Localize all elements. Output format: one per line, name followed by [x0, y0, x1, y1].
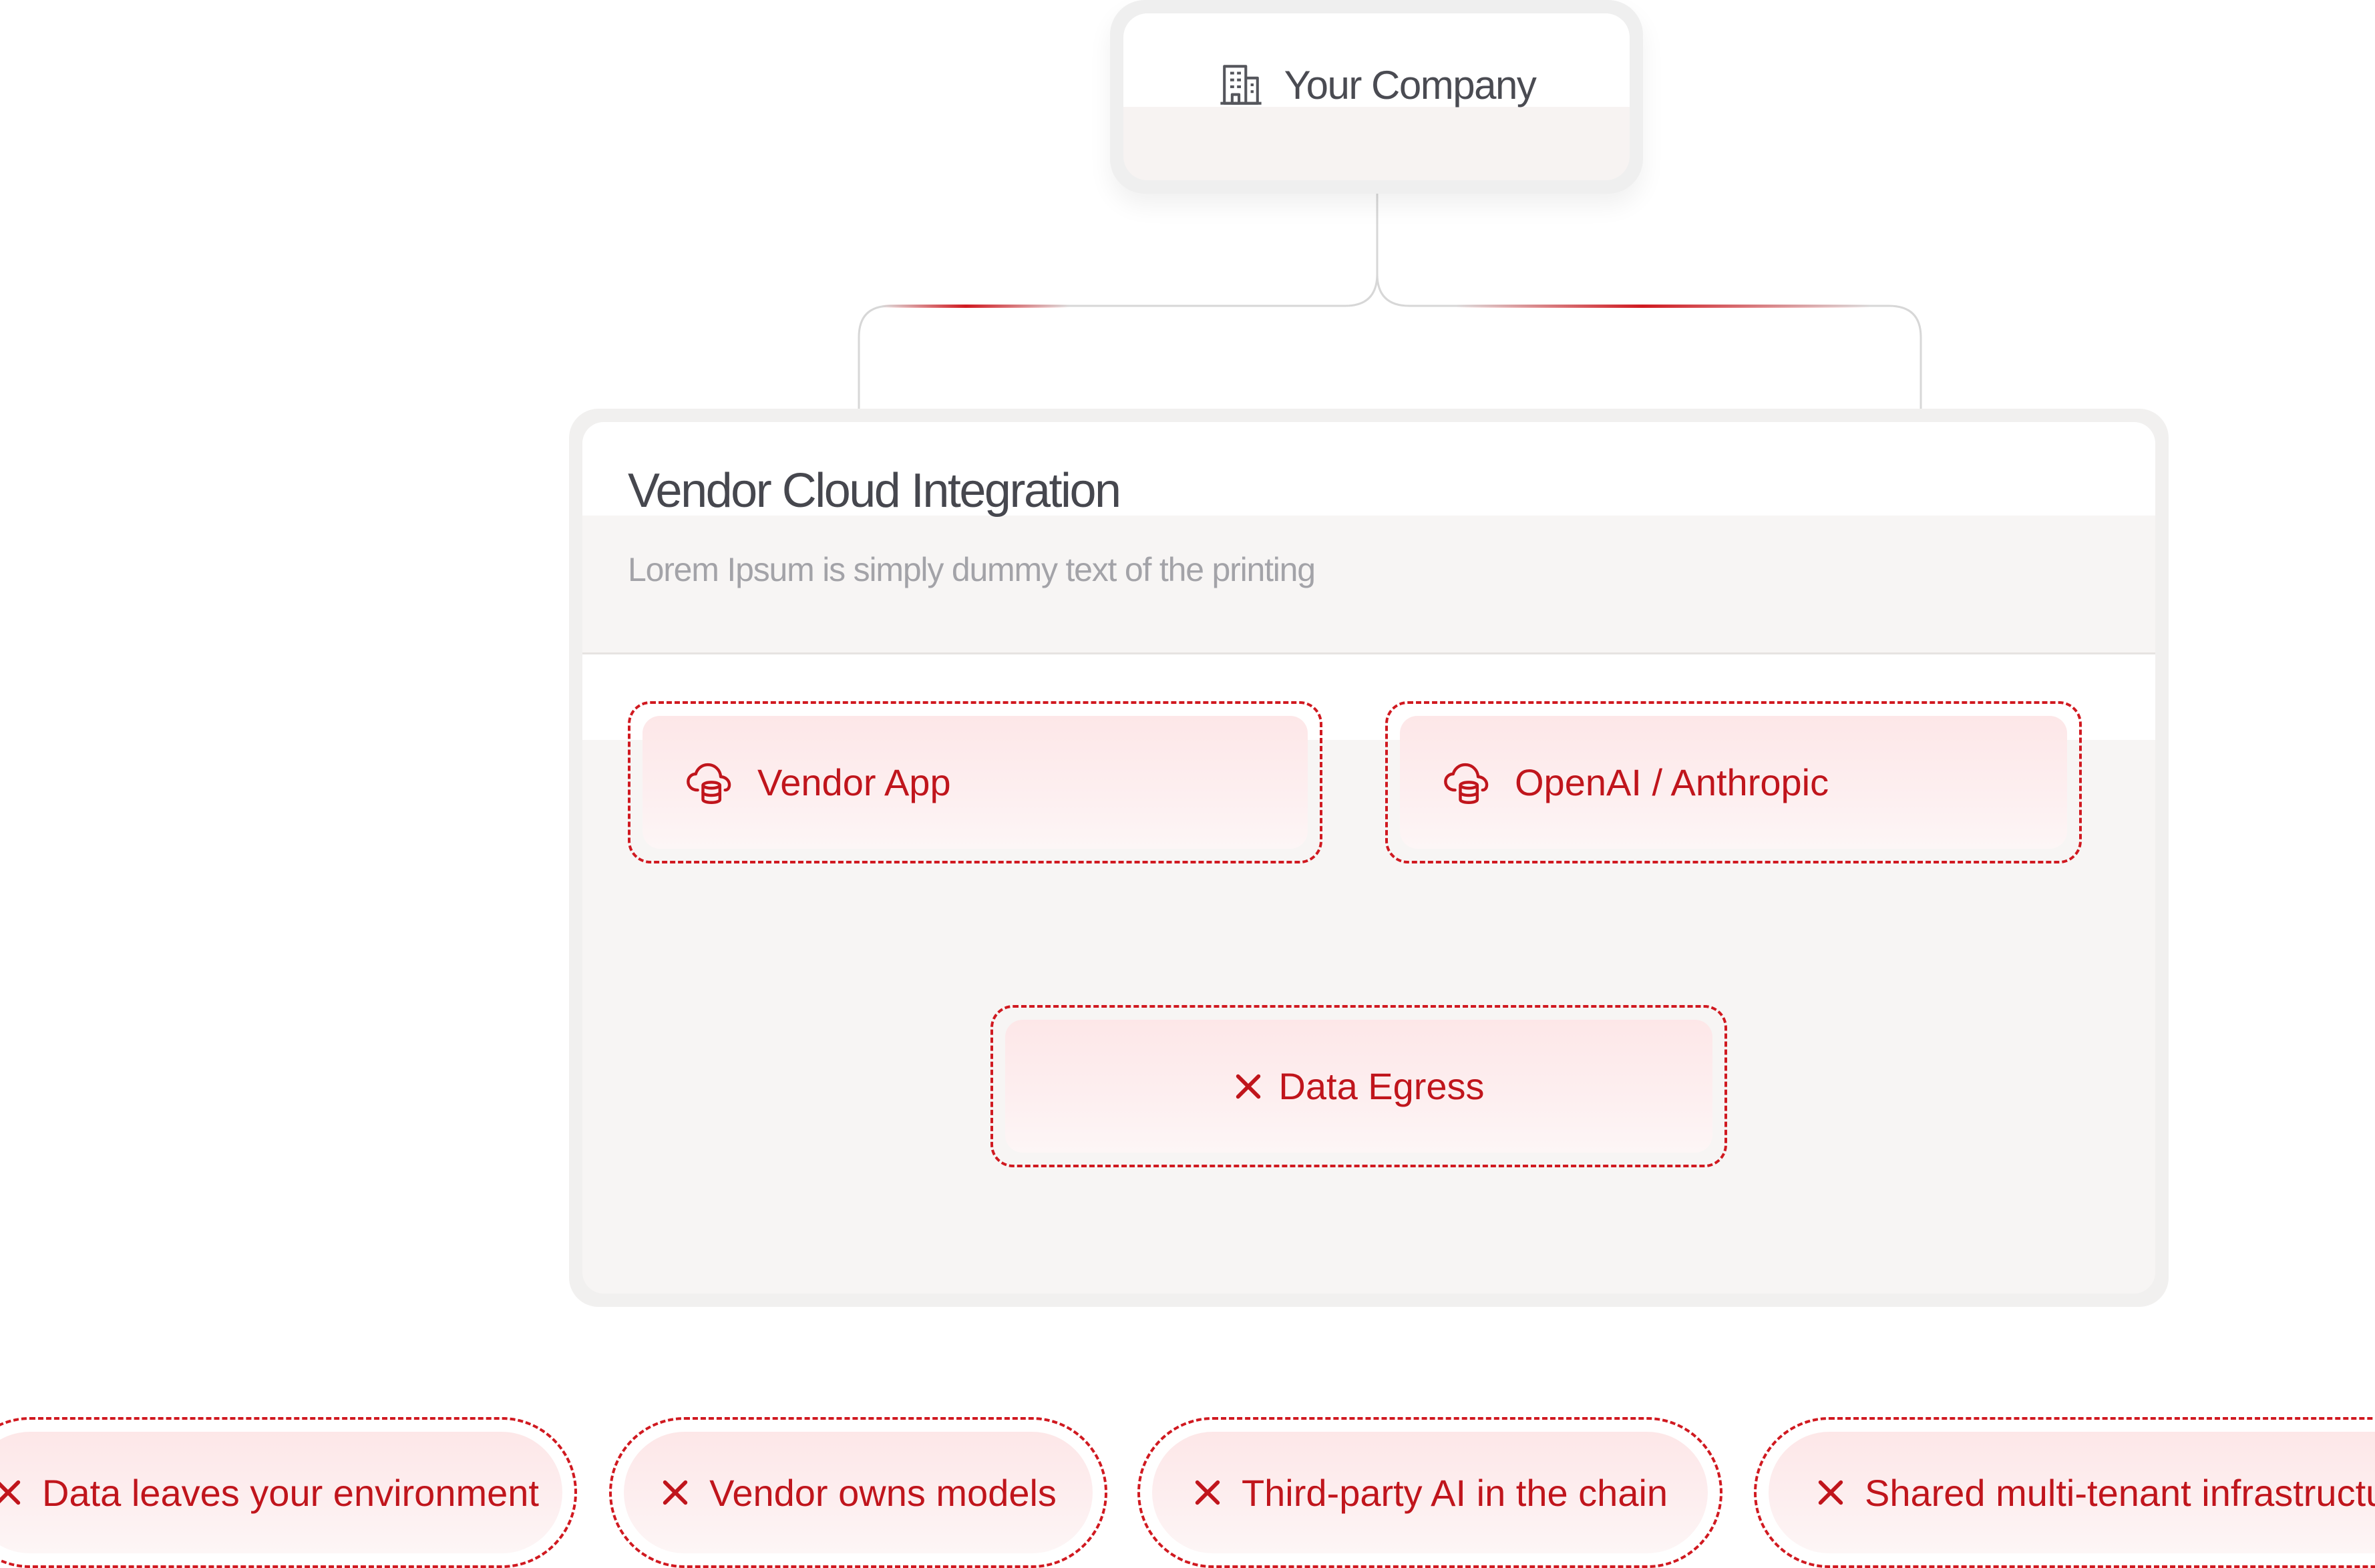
pill-label: Vendor owns models [709, 1471, 1057, 1514]
company-connector [858, 182, 1922, 409]
company-card-inner: Your Company [1123, 13, 1630, 180]
pill-fill: Third-party AI in the chain [1152, 1432, 1708, 1553]
openai-anthropic-node-fill: OpenAI / Anthropic [1400, 716, 2067, 849]
openai-anthropic-label: OpenAI / Anthropic [1515, 761, 1829, 803]
pill-fill: Data leaves your environment [0, 1432, 562, 1553]
pill-data-leaves-environment: Data leaves your environment [0, 1417, 577, 1568]
panel-header-bg [582, 422, 2155, 516]
cloud-database-icon [687, 763, 731, 804]
company-connector-accent-right [1456, 305, 1870, 308]
vendor-app-node: Vendor App [628, 701, 1322, 863]
company-card: Your Company [1110, 0, 1643, 194]
panel-divider [582, 652, 2155, 654]
data-egress-node-fill: Data Egress [1005, 1020, 1712, 1153]
panel-title: Vendor Cloud Integration [628, 464, 1121, 518]
x-icon [0, 1480, 21, 1505]
x-icon [1236, 1074, 1261, 1099]
pill-label: Third-party AI in the chain [1241, 1471, 1668, 1514]
pill-third-party-ai: Third-party AI in the chain [1137, 1417, 1722, 1568]
x-icon [1195, 1480, 1220, 1505]
company-connector-accent-left [882, 305, 1069, 308]
x-icon [1818, 1480, 1843, 1505]
pill-label: Shared multi-tenant infrastructure [1865, 1471, 2375, 1514]
pill-fill: Vendor owns models [624, 1432, 1093, 1553]
pill-fill: Shared multi-tenant infrastructure [1769, 1432, 2375, 1553]
building-icon [1220, 65, 1262, 105]
pill-shared-infrastructure: Shared multi-tenant infrastructure [1754, 1417, 2375, 1568]
data-egress-label: Data Egress [1278, 1065, 1485, 1107]
panel-subtitle: Lorem Ipsum is simply dummy text of the … [628, 551, 1316, 588]
company-label: Your Company [1284, 62, 1537, 108]
vendor-app-label: Vendor App [757, 761, 951, 803]
openai-anthropic-node: OpenAI / Anthropic [1385, 701, 2082, 863]
pill-vendor-owns-models: Vendor owns models [609, 1417, 1107, 1568]
data-egress-node: Data Egress [990, 1005, 1727, 1167]
vendor-cloud-panel: Vendor Cloud Integration Lorem Ipsum is … [569, 409, 2169, 1307]
vendor-app-node-fill: Vendor App [643, 716, 1308, 849]
x-icon [663, 1480, 688, 1505]
pill-label: Data leaves your environment [42, 1471, 539, 1514]
vendor-cloud-panel-inner: Vendor Cloud Integration Lorem Ipsum is … [582, 422, 2155, 1294]
cloud-database-icon [1444, 763, 1489, 804]
